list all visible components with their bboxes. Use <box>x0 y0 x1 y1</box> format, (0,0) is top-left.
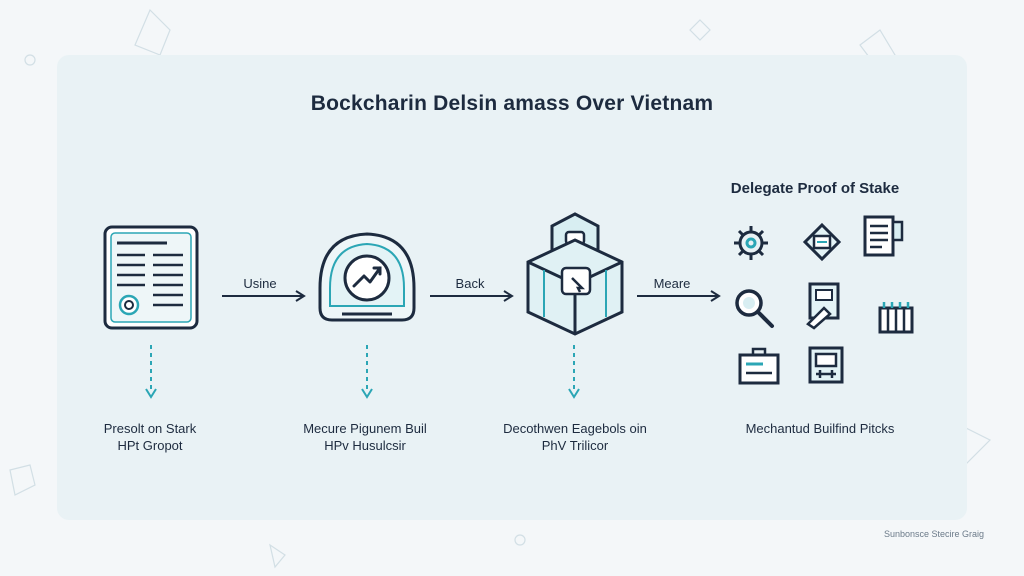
footer-watermark: Sunbonsce Stecire Graig <box>884 529 985 539</box>
blockchain-cube-icon <box>526 212 624 336</box>
network-node-icon <box>808 346 844 384</box>
step-label-line: HPv Husulcsir <box>324 438 406 453</box>
document-icon <box>103 225 199 330</box>
step-label-line: Decothwen Eagebols oin <box>503 421 647 436</box>
arrow-right-icon <box>637 290 721 302</box>
step-label-line: HPt Gropot <box>117 438 183 453</box>
step-label-2: Mecure Pigunem Buil HPv Husulcsir <box>280 420 450 454</box>
dashed-arrow-down-icon <box>145 345 157 399</box>
step-label-4: Mechantud Builfind Pitcks <box>720 420 920 437</box>
gear-icon <box>734 226 768 260</box>
connector-label-3: Meare <box>653 276 691 291</box>
dashed-arrow-down-icon <box>568 345 580 399</box>
arrow-right-icon <box>430 290 514 302</box>
connector-label-2: Back <box>455 276 485 291</box>
badge-icon <box>802 222 842 262</box>
connector-label-1: Usine <box>243 276 277 291</box>
magnifier-icon <box>735 289 774 328</box>
step-label-line: PhV Trilicor <box>541 438 609 453</box>
step-label-line: Mecure Pigunem Buil <box>303 421 427 436</box>
briefcase-icon <box>738 347 780 385</box>
secure-growth-icon <box>318 232 416 322</box>
arrow-right-icon <box>222 290 306 302</box>
pen-document-icon <box>806 282 840 330</box>
step-label-1: Presolt on Stark HPt Gropot <box>70 420 230 454</box>
dashed-arrow-down-icon <box>361 345 373 399</box>
report-icon <box>863 215 904 257</box>
step-label-line: Presolt on Stark <box>103 421 197 436</box>
step-label-line: Mechantud Builfind Pitcks <box>745 421 895 436</box>
step-label-3: Decothwen Eagebols oin PhV Trilicor <box>485 420 665 454</box>
diagram-title: Boсkcharin Delsin amass Over Vietnam <box>310 92 714 115</box>
dpos-subtitle: Delegate Proof of Stake <box>730 180 900 197</box>
server-rack-icon <box>878 302 914 334</box>
